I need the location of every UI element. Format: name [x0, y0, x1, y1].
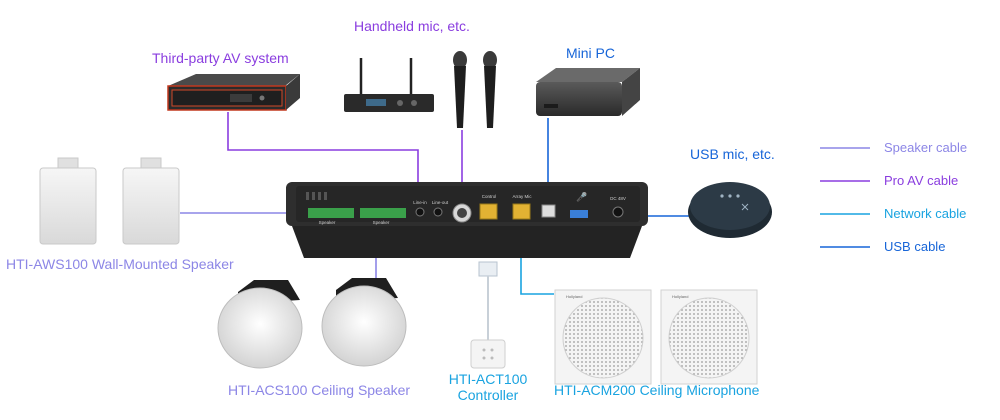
label-controller: HTI-ACT100 Controller	[446, 371, 530, 403]
port-label-line-in: Line-in	[413, 200, 427, 205]
ceiling-mic-brand-2: Hollyland	[672, 294, 688, 299]
legend-pro-av-cable: Pro AV cable	[884, 173, 959, 188]
handheld-mics	[453, 51, 497, 128]
port-label-dc-in: DC 48V	[610, 196, 626, 201]
legend-lines	[820, 147, 870, 248]
label-ceiling-mic: HTI-ACM200 Ceiling Microphone	[554, 382, 760, 398]
legend-speaker-cable: Speaker cable	[884, 140, 968, 155]
label-wall-speaker: HTI-AWS100 Wall-Mounted Speaker	[6, 256, 234, 272]
label-usb-mic: USB mic, etc.	[690, 146, 775, 162]
label-controller-line1: HTI-ACT100	[448, 371, 528, 387]
ceiling-microphones: Hollyland Hollyland	[554, 289, 758, 385]
legend-network-cable: Network cable	[884, 206, 967, 221]
wireless-receiver	[344, 58, 434, 112]
main-device	[286, 182, 648, 258]
port-label-speaker-right: Speaker	[373, 220, 390, 225]
usb-icon: 🎤	[576, 191, 587, 203]
port-label-speaker-left: Speaker	[319, 220, 336, 225]
proav-cable-third-party	[227, 112, 419, 204]
ceiling-mic-brand-1: Hollyland	[566, 294, 582, 299]
label-third-party-av: Third-party AV system	[152, 50, 289, 66]
port-label-control: Control	[482, 194, 497, 199]
label-handheld-mic: Handheld mic, etc.	[354, 18, 470, 34]
mini-pc-device	[536, 68, 640, 116]
controller-device	[470, 261, 506, 369]
label-ceiling-speaker: HTI-ACS100 Ceiling Speaker	[228, 382, 411, 398]
main-device-port-labels: Speaker Speaker Line-in Line-out Control…	[319, 194, 626, 225]
label-mini-pc: Mini PC	[566, 45, 616, 61]
usb-mic-device	[688, 182, 772, 238]
label-controller-line2: Controller	[457, 387, 519, 403]
port-label-line-out: Line-out	[432, 200, 449, 205]
legend-usb-cable: USB cable	[884, 239, 946, 254]
wall-speakers	[39, 157, 180, 245]
ceiling-speakers	[217, 278, 407, 369]
third-party-av-device	[167, 74, 300, 111]
port-label-array-mic: Array Mic	[513, 194, 533, 199]
